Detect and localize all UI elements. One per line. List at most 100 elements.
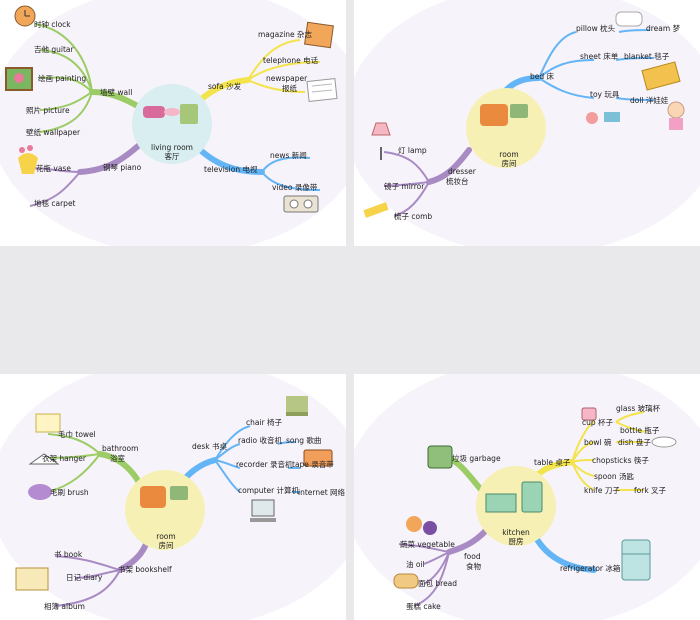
hub-title: room — [499, 150, 519, 159]
label-food-cn: 食物 — [466, 562, 481, 571]
toy-icon — [586, 112, 620, 124]
cup-icon — [581, 407, 597, 421]
panel-kitchen: 垃圾 garbage table 桌子 cup 杯子 glass 玻璃杯 bot… — [354, 374, 700, 620]
branch-towel — [47, 433, 101, 455]
label-wall: 墙壁 wall — [100, 88, 133, 97]
label-spoon: spoon 汤匙 — [594, 472, 634, 481]
branch-song — [277, 441, 297, 445]
diary-icon — [15, 567, 49, 591]
branch-oil — [423, 551, 450, 565]
hub-table-illustration — [164, 108, 180, 116]
hub-sofa-illustration — [143, 106, 165, 118]
label-dresser: dresser — [448, 167, 476, 176]
label-newspaper-cn: 报纸 — [282, 84, 297, 93]
branch-knife — [571, 461, 595, 491]
branch-bottle — [615, 421, 647, 433]
label-picture: 照片 picture — [26, 106, 70, 115]
label-chair: chair 椅子 — [246, 418, 283, 427]
label-news: news 新闻 — [270, 151, 307, 160]
branch-sofa — [197, 77, 251, 103]
branch-toy — [538, 77, 595, 99]
label-cup: cup 杯子 — [582, 418, 614, 427]
label-clock: 时钟 clock — [34, 20, 71, 29]
label-video: video 录像带 — [272, 183, 318, 192]
label-dresser-cn: 梳妆台 — [446, 177, 469, 186]
label-telephone: telephone 电话 — [263, 56, 319, 65]
label-computer: computer 计算机 — [238, 486, 300, 495]
branch-newspaper — [247, 79, 306, 93]
label-piano: 钢琴 piano — [103, 163, 142, 172]
branch-dresser — [426, 147, 472, 185]
branch-cake — [413, 551, 450, 607]
hanger-icon — [28, 453, 60, 465]
branch-news — [261, 156, 311, 173]
label-vase: 花瓶 vase — [36, 164, 71, 173]
label-internet: internet 网络 — [298, 488, 346, 497]
label-painting: 绘画 painting — [38, 74, 87, 83]
label-bed: bed 床 — [530, 72, 555, 81]
label-diary: 日记 diary — [66, 573, 103, 582]
painting-icon — [5, 67, 33, 91]
doll-icon — [667, 101, 685, 130]
label-song: song 歌曲 — [286, 436, 322, 445]
label-tape: tape 录音带 — [292, 460, 334, 469]
label-bread: 面包 bread — [418, 579, 458, 588]
branch-wallpaper — [39, 91, 93, 133]
hub-tv-illustration — [170, 486, 188, 500]
lamp-icon — [371, 122, 391, 160]
vase-icon — [18, 145, 38, 174]
label-knife: knife 刀子 — [584, 486, 620, 495]
label-lamp: 灯 lamp — [398, 146, 427, 155]
branch-book — [54, 555, 121, 571]
refrigerator-icon — [621, 539, 651, 581]
branch-sheet — [538, 59, 595, 79]
pillow-icon — [615, 11, 643, 27]
label-table: table 桌子 — [534, 458, 571, 467]
hub-title: kitchen — [502, 528, 530, 537]
label-radio: radio 收音机 — [238, 436, 282, 445]
branch-guitar — [39, 49, 93, 93]
comb-icon — [363, 202, 389, 218]
hub-title-cn: 厨房 — [508, 537, 524, 546]
label-fork: fork 叉子 — [634, 486, 667, 495]
label-pillow: pillow 枕头 — [576, 24, 616, 33]
label-refrigerator: refrigerator 冰箱 — [560, 564, 621, 573]
branch-vegetable — [398, 543, 450, 553]
video-tape-icon — [283, 195, 319, 213]
branches-living-room — [0, 0, 346, 246]
vegetable-icon — [406, 516, 437, 535]
chair-icon — [286, 396, 308, 416]
branch-recorder — [214, 459, 241, 469]
label-toy: toy 玩具 — [590, 90, 620, 99]
branch-radio — [214, 443, 241, 461]
branches-kitchen — [354, 374, 700, 620]
label-towel: 毛巾 towel — [58, 430, 96, 439]
label-glass: glass 玻璃杯 — [616, 404, 661, 413]
label-cake: 蛋糕 cake — [406, 602, 441, 611]
hub-title-cn: 房间 — [158, 541, 174, 550]
label-brush: 毛刷 brush — [50, 488, 89, 497]
garbage-icon — [427, 445, 453, 469]
label-television: television 电视 — [204, 165, 258, 174]
label-chopsticks: chopsticks 筷子 — [592, 456, 649, 465]
label-newspaper: newspaper — [266, 74, 308, 83]
label-bowl: bowl 碗 — [584, 438, 612, 447]
hub-title: room — [156, 532, 176, 541]
branch-pillow — [538, 31, 577, 79]
label-desk: desk 书桌 — [192, 442, 228, 451]
hub-title-cn: 客厅 — [164, 152, 180, 161]
branch-telephone — [247, 61, 321, 81]
label-hanger: 衣架 hanger — [42, 454, 86, 463]
blanket-icon — [641, 61, 681, 91]
label-bookshelf: 书架 bookshelf — [118, 565, 172, 574]
branch-lamp — [383, 151, 430, 183]
label-bathroom-cn: 浴室 — [110, 454, 125, 463]
label-sheet: sheet 床单 — [580, 52, 619, 61]
panel-room-bed: pillow 枕头 dream 梦 sheet 床单 blanket 毯子 to… — [354, 0, 700, 246]
hub-title: living room — [151, 143, 193, 152]
label-oil: 油 oil — [406, 560, 425, 569]
tape-recorder-icon — [303, 449, 333, 467]
label-sofa: sofa 沙发 — [208, 82, 242, 91]
label-recorder: recorder 录音机 — [236, 460, 293, 469]
brush-icon — [28, 484, 52, 500]
